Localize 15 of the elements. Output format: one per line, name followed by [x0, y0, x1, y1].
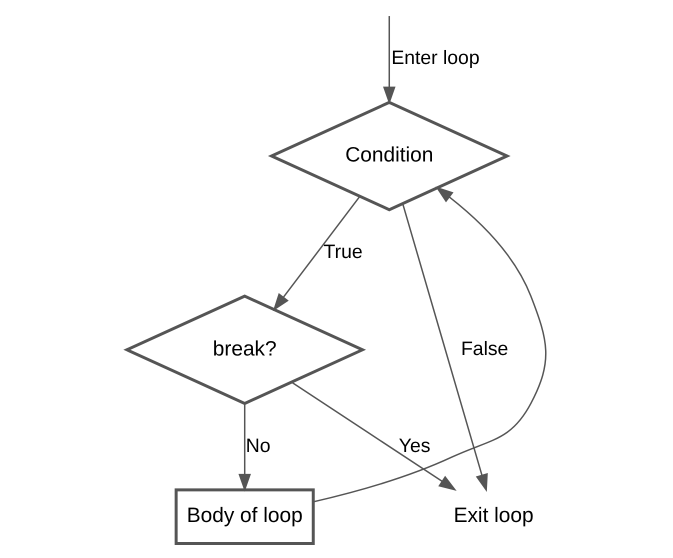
node-diamond: break?	[123, 294, 366, 406]
node-diamond: Condition	[268, 100, 511, 212]
node-text: Exit loop	[454, 504, 534, 528]
arrow	[402, 204, 488, 492]
arrow	[383, 16, 396, 105]
edge-label: True	[324, 240, 363, 263]
arrow	[313, 186, 546, 503]
arrow	[291, 382, 457, 491]
edge-label: No	[246, 434, 270, 457]
edge-label: Enter loop	[391, 47, 480, 70]
arrow	[238, 404, 251, 492]
edge-label: False	[460, 338, 508, 360]
arrow	[272, 196, 360, 312]
node-box: Body of loop	[174, 488, 315, 546]
edge-label: Yes	[398, 434, 430, 457]
